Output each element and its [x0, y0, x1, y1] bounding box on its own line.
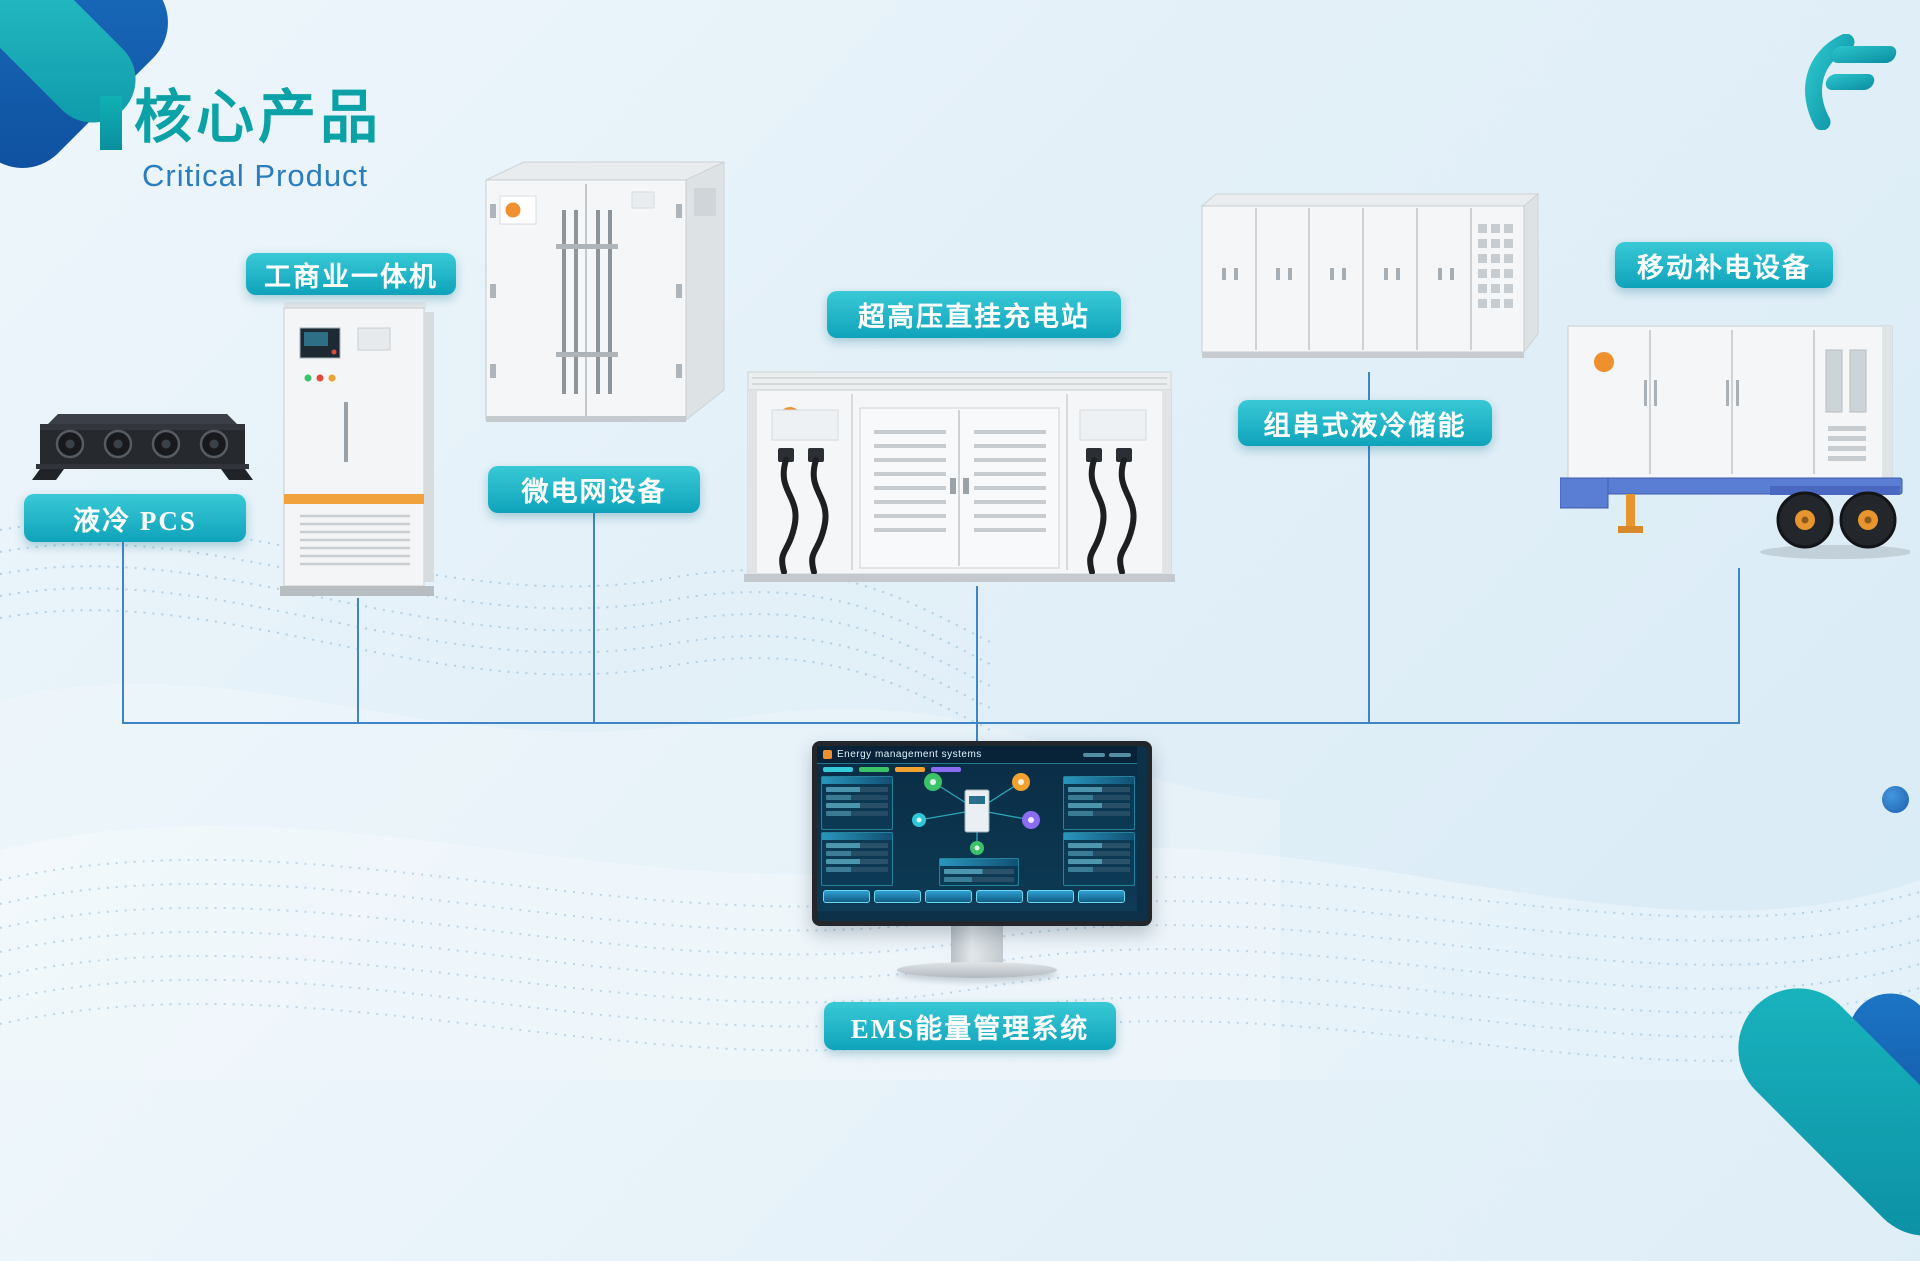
microgrid-equipment-image [482, 152, 732, 449]
decorative-blue-circle [1882, 786, 1909, 813]
pcs-fan-icons [55, 429, 229, 459]
product-label-mobile-unit: 移动补电设备 [1615, 242, 1833, 288]
ems-panel-right-top [1063, 776, 1135, 830]
ems-mode-tags [823, 767, 961, 772]
product-label-microgrid: 微电网设备 [488, 466, 700, 513]
monitor-stand-base [897, 962, 1057, 978]
connector-string-storage [1368, 372, 1370, 724]
charging-cable-icons [779, 457, 829, 575]
ems-panel-left-top [821, 776, 893, 830]
ems-button-row [823, 890, 1125, 903]
connector-ems-monitor [976, 722, 978, 744]
brand-mark-icon [505, 202, 521, 218]
page-subtitle: Critical Product [142, 158, 369, 193]
ems-monitor: Energy management systems [812, 741, 1152, 926]
ems-panel-center-bottom [939, 858, 1019, 886]
ems-menu-button [1027, 890, 1074, 903]
uhv-charging-station-image [742, 360, 1177, 595]
page-title-block: 核心产品 [100, 86, 382, 150]
page-title: 核心产品 [134, 85, 383, 150]
ems-flow-diagram [912, 773, 1040, 855]
ci-all-in-one-image [278, 298, 438, 605]
ems-menu-button [925, 890, 972, 903]
title-accent-bar [100, 96, 122, 150]
connector-all-in-one [357, 598, 359, 724]
charging-cable-icons [1087, 457, 1137, 575]
ems-menu-button [1078, 890, 1125, 903]
connector-microgrid [593, 510, 595, 724]
ems-screen-header: Energy management systems [817, 746, 1137, 764]
ems-menu-button [874, 890, 921, 903]
ems-screen: Energy management systems [817, 746, 1137, 911]
product-label-ci-all-in-one: 工商业一体机 [246, 253, 456, 295]
string-liquid-storage-image [1194, 184, 1544, 371]
product-label-ems: EMS能量管理系统 [824, 1002, 1116, 1050]
product-label-liquid-cooled-pcs: 液冷 PCS [24, 494, 246, 542]
ems-menu-button [976, 890, 1023, 903]
trailer-wheel-icons [1776, 491, 1897, 549]
connector-mobile-unit [1738, 568, 1740, 724]
product-label-string-storage: 组串式液冷储能 [1238, 400, 1492, 446]
ems-header-status [1083, 752, 1131, 757]
ems-panel-left-bottom [821, 832, 893, 886]
connector-charging-station [976, 586, 978, 724]
mobile-charging-unit-image [1559, 310, 1912, 577]
connector-pcs [122, 540, 124, 724]
ems-menu-button [823, 890, 870, 903]
brand-mark-icon [1594, 352, 1614, 372]
product-label-uhv-charging: 超高压直挂充电站 [827, 291, 1121, 338]
company-logo-icon [1805, 34, 1897, 130]
ems-screen-title: Energy management systems [837, 749, 982, 760]
ems-logo-icon [823, 750, 832, 759]
ems-panel-right-bottom [1063, 832, 1135, 886]
liquid-cooled-pcs-image [30, 408, 255, 488]
connector-bus-line [122, 722, 1740, 724]
